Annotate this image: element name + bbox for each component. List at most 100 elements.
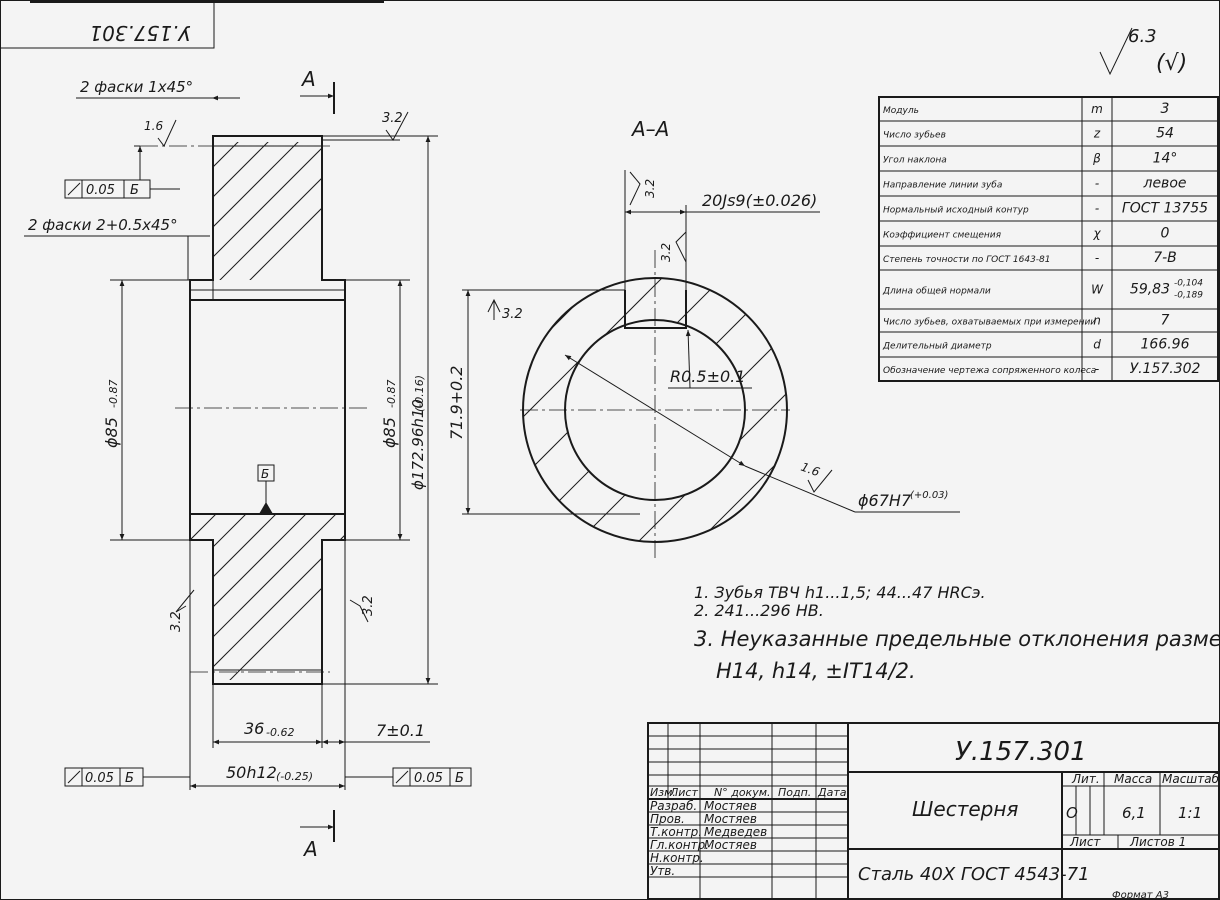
mirrored-stamp: У.157.301 [0, 0, 384, 49]
dim-50-text: 50h12 [226, 763, 277, 782]
tolerance-frame-3: 0.05 Б [345, 767, 472, 787]
note-3: 3. Неуказанные предельные отклонения раз… [694, 627, 1220, 651]
param-value: 14° [1153, 151, 1178, 167]
datum-label: Б [261, 467, 269, 481]
rough-top-left: 1.6 [144, 119, 163, 133]
param-value: 3 [1161, 101, 1170, 117]
dim-d85-left-text: ϕ85 [102, 417, 121, 448]
param-symbol: β [1092, 152, 1101, 166]
tb-person-1: Мостяев [704, 799, 757, 813]
dim-d85-right: ϕ85 -0.87 [345, 279, 410, 541]
tb-hdr-doc: N° докум. [714, 786, 771, 799]
param-value: левое [1143, 176, 1187, 192]
tol-frame-1-base: Б [130, 183, 139, 198]
hatch-bottom [190, 514, 345, 680]
section-mark-bottom: А [302, 837, 318, 861]
dim-d85-left: ϕ85 -0.87 [102, 279, 190, 541]
param-symbol: z [1093, 127, 1101, 141]
param-symbol: - [1095, 362, 1099, 376]
param-name: Число зубьев, охватываемых при измерении [883, 318, 1096, 328]
param-symbol: d [1093, 338, 1101, 352]
chamfer-label-1: 2 фаски 1х45° [80, 78, 193, 96]
dim-d172: ϕ172.96h10 (-0.16) [322, 135, 438, 685]
title-block: У.157.301 Шестерня Сталь 40Х ГОСТ 4543-7… [647, 722, 1220, 900]
rough-bore: 1.6 [799, 460, 822, 480]
tolerance-frame-1: 0.05 Б [64, 179, 180, 199]
rough-bottom-right: 3.2 [361, 595, 376, 616]
param-value: У.157.302 [1130, 361, 1201, 377]
param-name: Коэффициент смещения [883, 231, 1002, 241]
param-symbol: - [1095, 202, 1099, 216]
tb-person-2: Мостяев [704, 812, 757, 826]
dim-key-depth: 71.9+0.2 [447, 366, 466, 440]
tb-material: Сталь 40Х ГОСТ 4543-71 [858, 864, 1090, 885]
gear-side-view: А А 2 фаски 1х45° 2 фаски 2+0.5х45° 1.6 … [24, 67, 472, 861]
stamp-code: У.157.301 [89, 21, 190, 45]
param-value: 7 [1161, 313, 1170, 329]
param-value: 0 [1161, 226, 1170, 242]
param-value: 166.96 [1141, 337, 1190, 353]
tb-role-5: Н.контр. [650, 851, 704, 865]
tb-person-4: Мостяев [704, 838, 757, 852]
tb-scale-label: Масштаб [1162, 772, 1220, 786]
tol-frame-1-value: 0.05 [86, 183, 115, 198]
section-title: А–А [630, 117, 669, 141]
param-name: Степень точности по ГОСТ 1643-81 [883, 255, 1051, 265]
tb-role-1: Разраб. [650, 799, 697, 813]
param-symbol: - [1095, 177, 1099, 191]
param-name: Длина общей нормали [882, 287, 991, 297]
tb-lit-label: Лит. [1071, 772, 1100, 786]
tol-frame-2-base: Б [125, 771, 134, 786]
tb-hdr-izm: Изм. [650, 786, 676, 799]
rough-key-side: 3.2 [659, 243, 673, 262]
param-value: 59,83 [1130, 282, 1170, 298]
general-roughness-value: 6.3 [1128, 26, 1157, 47]
note-2: 2. 241...296 HB. [694, 601, 824, 620]
param-symbol: - [1095, 251, 1099, 265]
hatch-top [213, 142, 322, 280]
note-1: 1. Зубья ТВЧ h1...1,5; 44...47 HRCэ. [694, 583, 986, 602]
dim-d172-text: ϕ172.96h10 [409, 399, 427, 490]
rough-bottom-left: 3.2 [169, 611, 184, 632]
tol-frame-3-value: 0.05 [414, 771, 443, 786]
param-value: ГОСТ 13755 [1122, 201, 1208, 217]
param-name: Обозначение чертежа сопряженного колеса [883, 366, 1096, 376]
tb-hdr-sign: Подп. [778, 786, 811, 799]
dim-bore-tol: (+0.03) [910, 490, 948, 501]
param-symbol: χ [1092, 227, 1101, 241]
param-name: Модуль [883, 106, 919, 116]
general-roughness: 6.3 (√) [1099, 26, 1187, 76]
tb-sheets-label: Листов 1 [1129, 835, 1186, 849]
param-name: Угол наклона [883, 156, 947, 166]
tol-frame-2-value: 0.05 [85, 771, 114, 786]
tb-mass-value: 6,1 [1122, 804, 1146, 822]
tb-hdr-list: Лист [669, 786, 698, 799]
tb-person-3: Медведев [704, 825, 767, 839]
dim-bore: ϕ67H7 [858, 491, 912, 510]
tb-mass-label: Масса [1114, 772, 1152, 786]
rough-left: 3.2 [502, 307, 523, 322]
dim-36-tol: -0.62 [266, 726, 294, 739]
param-symbol: m [1091, 102, 1103, 116]
param-symbol: n [1093, 314, 1101, 328]
dim-radius: R0.5±0.1 [670, 367, 745, 386]
rough-key-top: 3.2 [643, 179, 657, 198]
param-name: Делительный диаметр [882, 342, 992, 352]
tb-name: Шестерня [912, 797, 1018, 821]
dim-d85-right-text: ϕ85 [380, 417, 399, 448]
param-name: Число зубьев [883, 131, 946, 141]
rough-top-right: 3.2 [382, 111, 403, 126]
datum-marker: Б [257, 464, 275, 514]
tolerance-frame-2: 0.05 Б [64, 767, 190, 787]
dim-key-width: 20Js9(±0.026) [702, 191, 817, 210]
param-name: Нормальный исходный контур [883, 206, 1029, 216]
note-3-cont: H14, h14, ±IT14/2. [716, 659, 916, 683]
tb-code: У.157.301 [955, 737, 1087, 767]
tb-role-4: Гл.контр. [650, 838, 709, 852]
section-mark-top: А [300, 67, 316, 91]
dim-d85-left-tol: -0.87 [107, 380, 120, 408]
param-symbol: W [1091, 283, 1104, 297]
dim-36-text: 36 [244, 719, 264, 738]
